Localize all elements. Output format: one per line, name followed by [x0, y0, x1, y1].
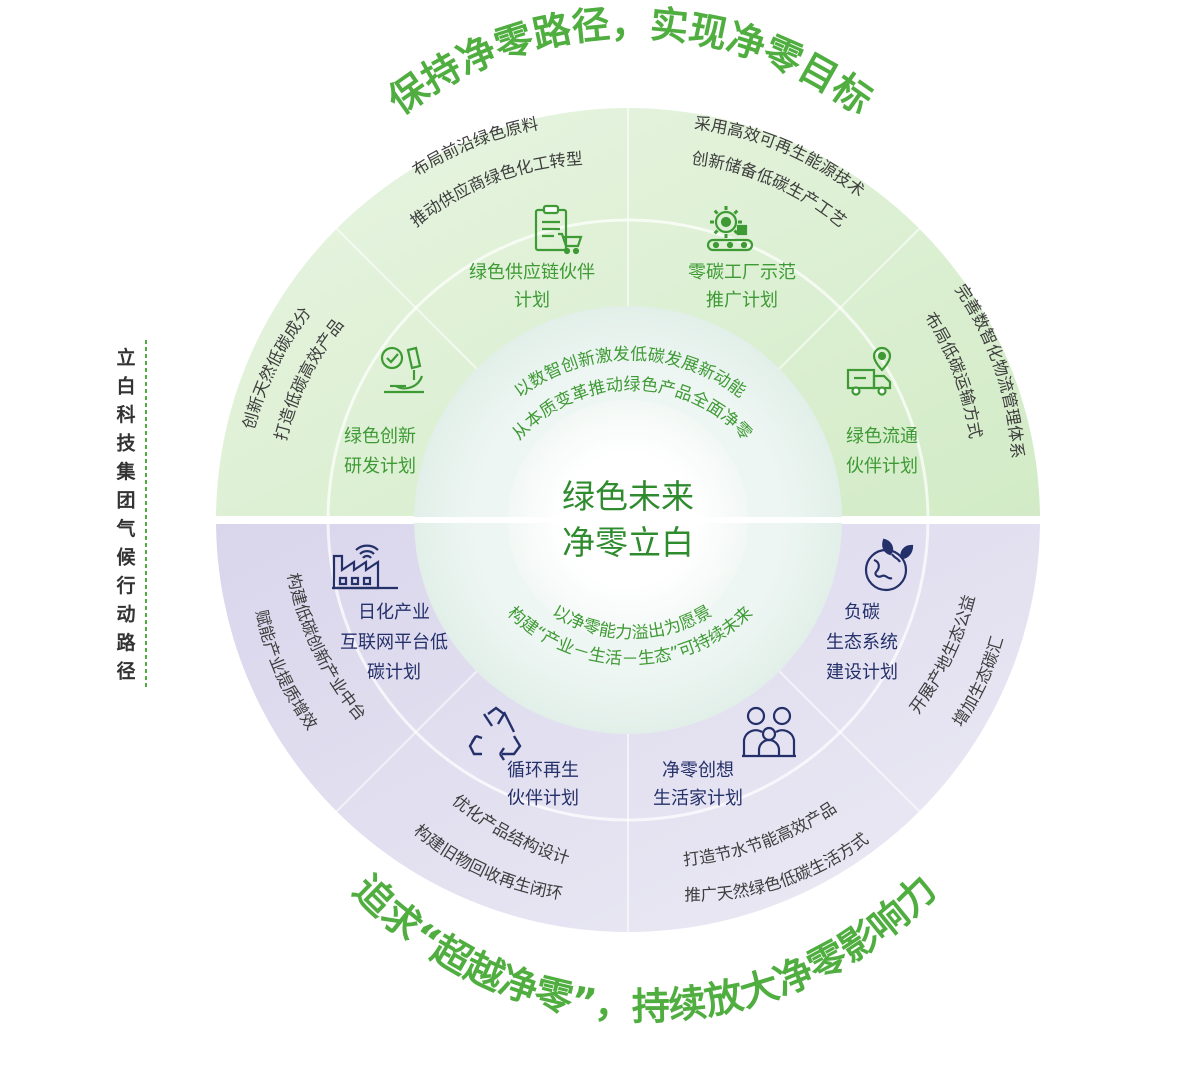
- gear-conveyor-icon: [706, 206, 754, 252]
- eco-plan-line2: 生态系统: [826, 632, 898, 653]
- factory-wifi-icon: [332, 544, 398, 590]
- industry-plan-line2: 互联网平台低: [340, 632, 448, 653]
- industry-plan-line1: 日化产业: [358, 602, 430, 623]
- recycle-plan-line2: 伙伴计划: [507, 788, 579, 809]
- top-title: 保持净零路径，实现净零目标: [380, 2, 880, 123]
- clipboard-cart-icon: [534, 204, 583, 255]
- truck-location-icon: [846, 346, 892, 396]
- center-line1: 绿色未来: [562, 477, 694, 516]
- industry-plan-line3: 碳计划: [367, 662, 421, 683]
- recycle-plan-line1: 循环再生: [507, 760, 579, 781]
- life-plan-line2: 生活家计划: [653, 788, 743, 809]
- side-label-text: 立白科技集团气候行动路径: [115, 346, 136, 683]
- rnd-plan-line2: 研发计划: [344, 456, 416, 477]
- side-label: 立白科技集团气候行动路径: [115, 346, 136, 683]
- recycle-icon: [468, 706, 522, 761]
- factory-plan-line2: 推广计划: [706, 290, 778, 311]
- inner-ring: [412, 306, 844, 734]
- supply-plan-line2: 计划: [514, 290, 550, 311]
- eco-plan-line1: 负碳: [844, 602, 880, 623]
- life-plan-line1: 净零创想: [662, 760, 734, 781]
- microscope-icon: [380, 346, 424, 394]
- logistics-plan-line2: 伙伴计划: [846, 456, 918, 477]
- earth-leaf-icon: [864, 538, 914, 592]
- center-line2: 净零立白: [562, 523, 694, 562]
- family-icon: [742, 706, 796, 758]
- logistics-plan-line1: 绿色流通: [846, 426, 918, 447]
- factory-plan-line1: 零碳工厂示范: [688, 262, 796, 283]
- supply-plan-line1: 绿色供应链伙伴: [469, 262, 595, 283]
- rnd-plan-line1: 绿色创新: [344, 426, 416, 447]
- eco-plan-line3: 建设计划: [826, 662, 898, 683]
